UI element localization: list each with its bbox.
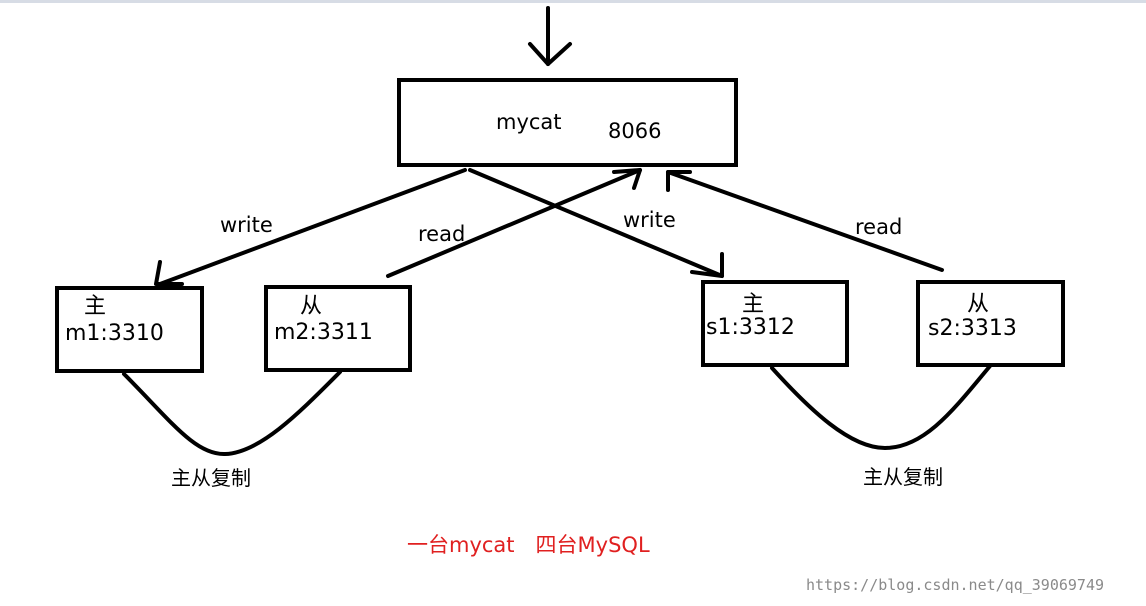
edge-label-write-m1: write: [220, 213, 273, 237]
edge-label-read-s2: read: [855, 215, 903, 239]
m1-role: 主: [84, 294, 107, 319]
mycat-node: [397, 78, 738, 167]
replication-label-2: 主从复制: [863, 465, 943, 489]
s1-role: 主: [742, 292, 765, 317]
top-border: [0, 0, 1146, 3]
edge-read-m2: [386, 168, 642, 278]
m1-address: m1:3310: [65, 321, 164, 346]
mycat-name: mycat: [496, 110, 562, 134]
s1-address: s1:3312: [706, 315, 795, 340]
m2-address: m2:3311: [274, 320, 373, 345]
edge-write-s1: [468, 168, 724, 278]
summary-note: 一台mycat 四台MySQL: [407, 533, 650, 557]
mycat-port: 8066: [608, 119, 662, 143]
s2-address: s2:3313: [928, 316, 1017, 341]
s2-node: [916, 280, 1065, 367]
m2-role: 从: [300, 294, 323, 319]
replication-label-1: 主从复制: [171, 466, 251, 490]
edge-label-write-s1: write: [623, 208, 676, 232]
entry-arrow: [528, 6, 572, 66]
s1-node: [701, 280, 849, 367]
m2-node: [264, 285, 412, 372]
watermark: https://blog.csdn.net/qq_39069749: [806, 576, 1105, 594]
edge-write-m1: [154, 168, 467, 286]
replication-curve-1: [122, 370, 342, 457]
edge-read-s2: [666, 170, 944, 272]
m1-node: [55, 286, 204, 373]
edge-label-read-m2: read: [418, 222, 466, 246]
s2-role: 从: [967, 292, 990, 317]
replication-curve-2: [770, 364, 992, 450]
